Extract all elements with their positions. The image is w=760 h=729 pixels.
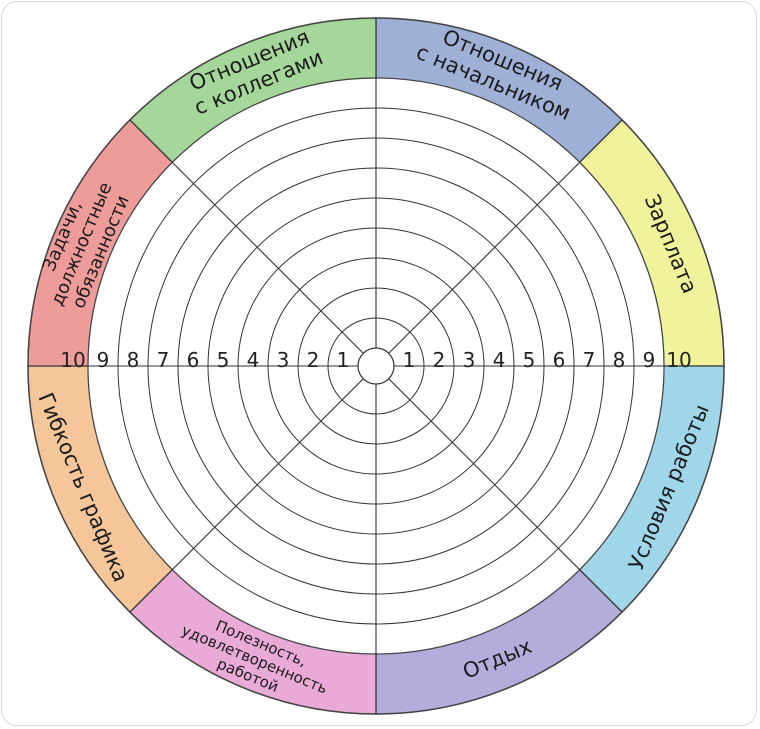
scale-number-left: 4 <box>247 348 260 372</box>
scale-number-left: 2 <box>307 348 320 372</box>
spoke-line <box>129 119 364 354</box>
spoke-line <box>129 378 364 613</box>
scale-number-left: 1 <box>337 348 350 372</box>
scale-number-left: 5 <box>217 348 230 372</box>
outer-ring <box>27 17 725 715</box>
scale-number-right: 6 <box>553 348 566 372</box>
scale-number-right: 8 <box>613 348 626 372</box>
scale-number-right: 3 <box>463 348 476 372</box>
scale-number-right: 4 <box>493 348 506 372</box>
spoke-line <box>388 119 623 354</box>
scale-number-right: 5 <box>523 348 536 372</box>
center-hub <box>357 347 395 385</box>
scale-number-right: 7 <box>583 348 596 372</box>
scale-number-left: 3 <box>277 348 290 372</box>
inner-grid <box>28 18 724 714</box>
scale-number-right: 9 <box>643 348 656 372</box>
spoke-line <box>388 378 623 613</box>
scale-number-left: 9 <box>97 348 110 372</box>
scale-number-right: 10 <box>666 348 691 372</box>
scale-number-left: 6 <box>187 348 200 372</box>
scale-number-left: 7 <box>157 348 170 372</box>
scale-number-right: 2 <box>433 348 446 372</box>
scale-number-left: 10 <box>60 348 85 372</box>
scale-number-right: 1 <box>403 348 416 372</box>
scale-number-left: 8 <box>127 348 140 372</box>
